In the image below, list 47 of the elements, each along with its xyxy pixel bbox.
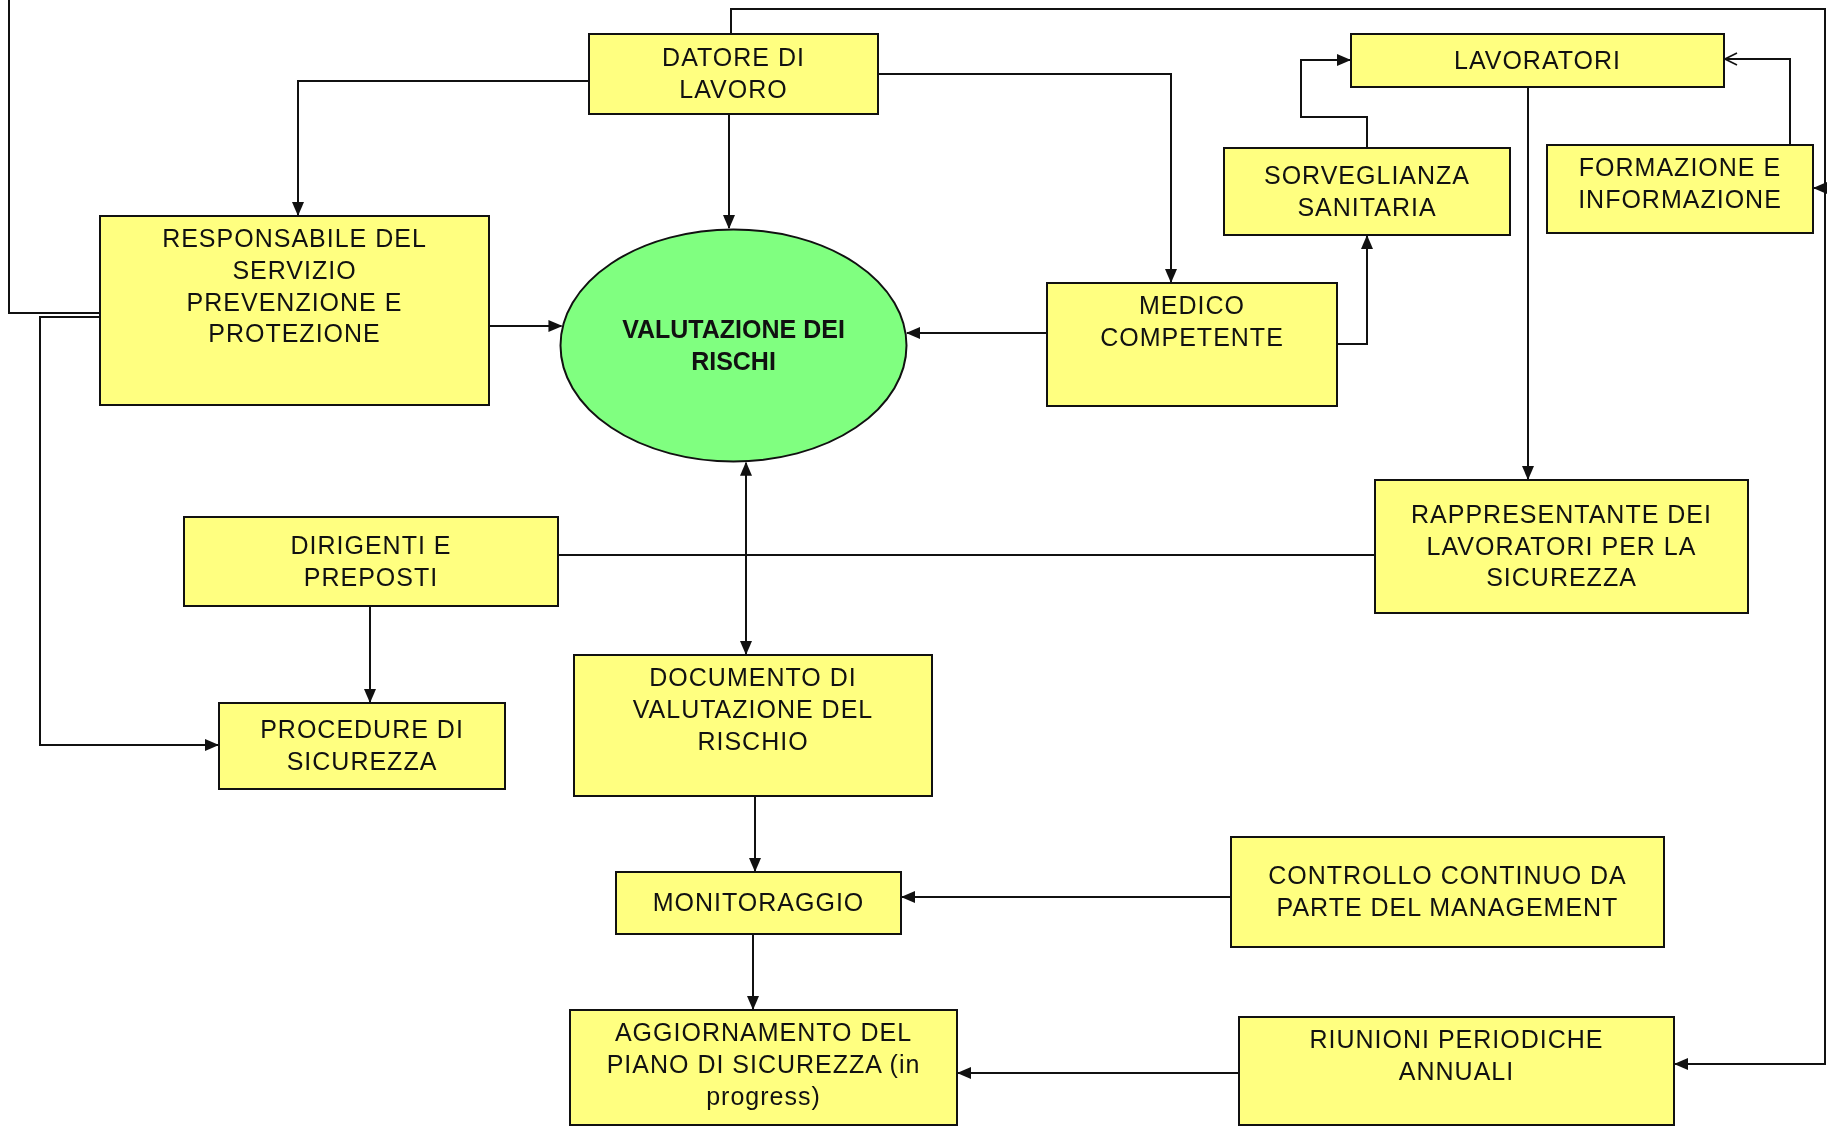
arrow xyxy=(747,934,759,1010)
arrow xyxy=(39,316,219,751)
node-label: DIRIGENTI E PREPOSTI xyxy=(289,529,453,593)
process-box xyxy=(615,871,902,935)
node-label: DOCUMENTO DI VALUTAZIONE DEL RISCHIO xyxy=(631,662,875,757)
process-box xyxy=(1046,282,1338,407)
arrow xyxy=(740,461,752,655)
connector-line xyxy=(8,0,100,314)
process-box xyxy=(1546,144,1814,234)
process-box xyxy=(573,654,933,797)
node-label: MONITORAGGIO xyxy=(652,887,865,919)
node-label: RAPPRESENTANTE DEI LAVORATORI PER LA SICUREZZA xyxy=(1410,498,1713,594)
arrow xyxy=(292,80,589,216)
process-box xyxy=(1350,33,1725,88)
arrow xyxy=(957,1067,1239,1079)
process-box xyxy=(218,702,506,790)
connector-line xyxy=(558,554,1375,556)
arrow xyxy=(1724,52,1791,145)
process-box xyxy=(1230,836,1665,948)
node-label: MEDICO COMPETENTE xyxy=(1099,290,1285,353)
node-label: RIUNIONI PERIODICHE ANNUALI xyxy=(1308,1024,1605,1087)
node-label: RESPONSABILE DEL SERVIZIO PREVENZIONE E PROTEZIONE xyxy=(161,223,428,350)
node-label: AGGIORNAMENTO DEL PIANO DI SICUREZZA (in progress) xyxy=(605,1017,922,1112)
node-label: CONTROLLO CONTINUO DA PARTE DEL MANAGEMENT xyxy=(1267,860,1628,923)
arrow xyxy=(364,606,376,703)
arrow xyxy=(901,891,1231,903)
arrow xyxy=(1337,235,1373,345)
process-box xyxy=(569,1009,958,1126)
node-label: PROCEDURE DI SICUREZZA xyxy=(259,714,465,777)
process-box xyxy=(1374,479,1749,614)
node-label: SORVEGLIANZA SANITARIA xyxy=(1262,159,1471,223)
arrow xyxy=(906,327,1047,339)
arrow xyxy=(723,114,735,230)
arrow xyxy=(1300,54,1368,148)
node-label: VALUTAZIONE DEI RISCHI xyxy=(621,313,846,377)
arrow xyxy=(1522,87,1534,480)
process-box xyxy=(1238,1016,1675,1126)
process-box xyxy=(183,516,559,607)
process-box xyxy=(99,215,490,406)
arrow xyxy=(749,796,761,872)
process-box xyxy=(588,33,879,115)
process-box xyxy=(1223,147,1511,236)
node-label: DATORE DI LAVORO xyxy=(661,42,806,105)
arrow xyxy=(878,73,1177,283)
node-label: FORMAZIONE E INFORMAZIONE xyxy=(1577,152,1783,215)
arrow xyxy=(489,320,563,332)
node-label: LAVORATORI xyxy=(1454,44,1621,76)
